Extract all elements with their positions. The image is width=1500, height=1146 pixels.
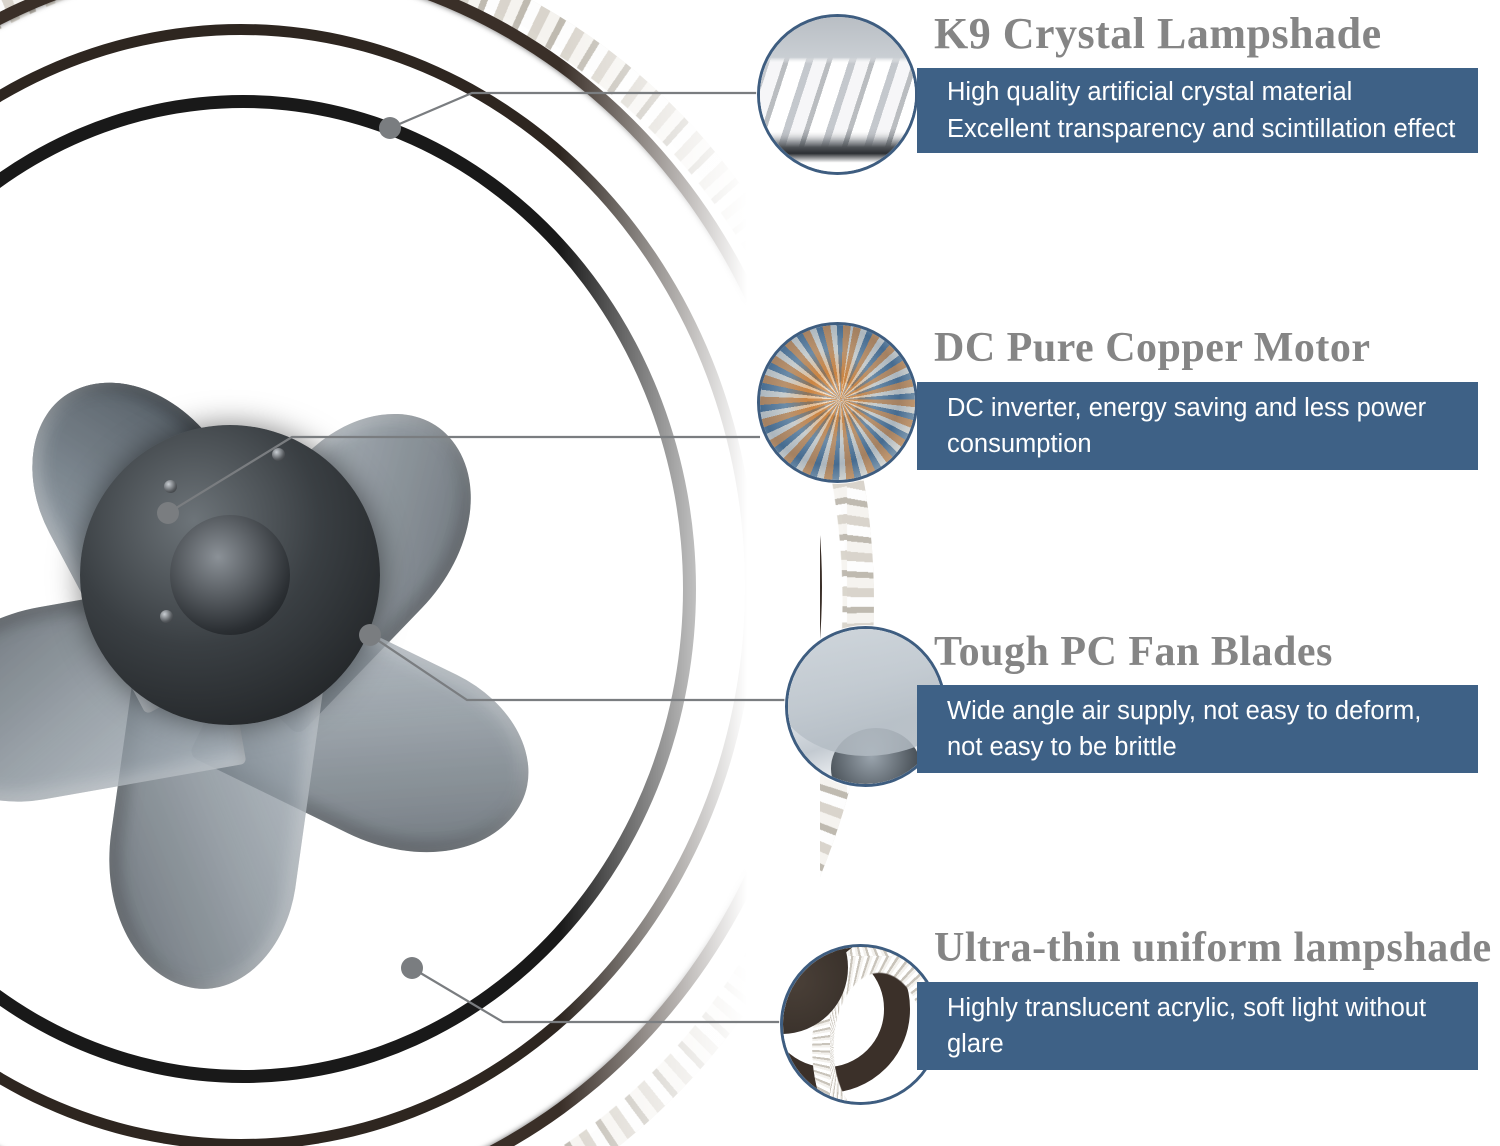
feature-description-badge: High quality artificial crystal material…	[917, 68, 1478, 153]
feature-line: glare	[947, 1030, 1004, 1058]
feature-line: Highly translucent acrylic, soft light w…	[947, 993, 1427, 1022]
connector-dot-4	[401, 957, 423, 979]
feature-heading: Tough PC Fan Blades	[934, 629, 1333, 675]
fan-assembly	[0, 180, 588, 1001]
fan-hub-cap	[170, 515, 290, 635]
hub-screw	[160, 610, 173, 623]
feature-description-badge: DC inverter, energy saving and less powe…	[917, 382, 1478, 470]
crystal-facets-thumbnail	[757, 14, 918, 175]
feature-line: consumption	[947, 430, 1092, 458]
feature-description-badge: Wide angle air supply, not easy to defor…	[917, 685, 1478, 773]
feature-line: not easy to be brittle	[947, 733, 1177, 761]
motor-cutaway-thumbnail	[757, 322, 918, 483]
connector-dot-3	[359, 624, 381, 646]
feature-line: Excellent transparency and scintillation…	[947, 114, 1456, 143]
feature-line: High quality artificial crystal material	[947, 78, 1353, 107]
hub-screw	[164, 480, 177, 493]
hub-screw	[272, 448, 285, 461]
feature-heading: K9 Crystal Lampshade	[934, 9, 1382, 58]
feature-heading: Ultra-thin uniform lampshade	[934, 925, 1492, 971]
feature-line: Wide angle air supply, not easy to defor…	[947, 696, 1422, 725]
connector-dot-1	[379, 117, 401, 139]
lampshade-edge-thumbnail	[780, 944, 941, 1105]
feature-heading: DC Pure Copper Motor	[934, 325, 1371, 371]
feature-description-badge: Highly translucent acrylic, soft light w…	[917, 982, 1478, 1070]
connector-dot-2	[157, 502, 179, 524]
feature-line: DC inverter, energy saving and less powe…	[947, 393, 1427, 422]
